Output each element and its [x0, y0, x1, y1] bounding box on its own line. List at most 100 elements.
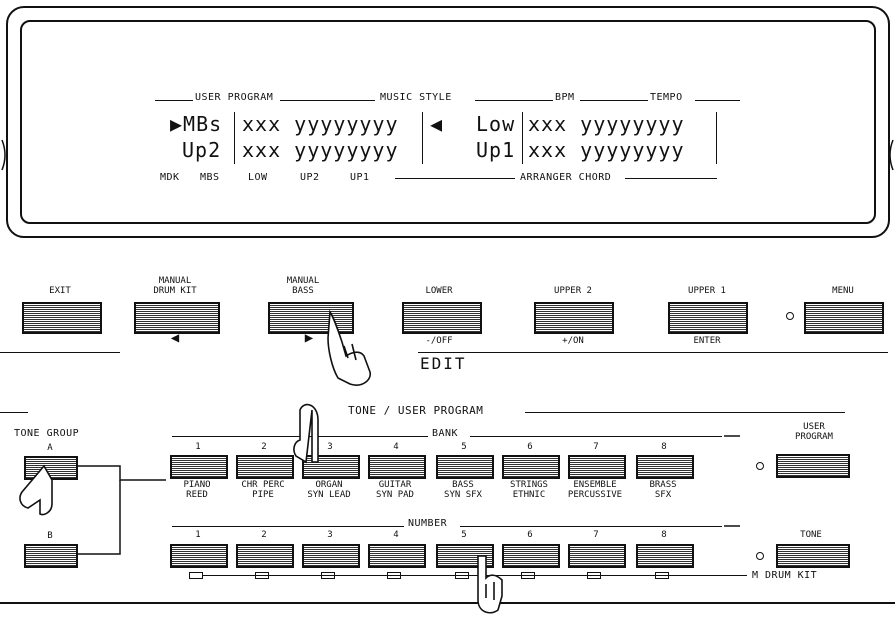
- number-6-button[interactable]: [502, 544, 560, 568]
- hand-pointer-icon: [477, 555, 503, 614]
- user-program-led: [756, 462, 764, 470]
- number-rule: [460, 526, 722, 527]
- number-1-button[interactable]: [170, 544, 228, 568]
- bank-8-num: 8: [661, 442, 667, 452]
- lower-button[interactable]: [402, 302, 482, 334]
- bank-7-button[interactable]: [568, 455, 626, 479]
- lcd-footer-mdk: MDK: [160, 172, 180, 183]
- manual-drum-kit-label: MANUAL DRUM KIT: [153, 276, 197, 296]
- user-program-button[interactable]: [776, 454, 850, 478]
- bank-2-line1: CHR PERC: [241, 480, 285, 490]
- lcd-header-user-program: USER PROGRAM: [195, 92, 274, 103]
- left-arrow-icon: ◀: [170, 330, 180, 346]
- section-rule: [0, 412, 28, 413]
- right-arrow-icon: ▶: [304, 330, 314, 346]
- user-program-label: USER PROGRAM: [795, 422, 833, 442]
- bank-8-line2: SFX: [654, 490, 672, 500]
- number-2-num: 2: [261, 530, 267, 540]
- lcd-header-music-style: MUSIC STYLE: [380, 92, 452, 103]
- menu-button[interactable]: [804, 302, 884, 334]
- lcd-rule: [395, 178, 515, 179]
- hand-pointer-icon: [19, 464, 53, 516]
- number-6-num: 6: [527, 530, 533, 540]
- bank-5-button[interactable]: [436, 455, 494, 479]
- menu-label: MENU: [832, 286, 854, 296]
- lcd-rule: [155, 100, 193, 101]
- bank-6-line2: ETHNIC: [512, 490, 546, 500]
- upper2-sub-label: +/ON: [562, 336, 584, 346]
- number-rule: [172, 526, 404, 527]
- bank-1-line1: PIANO: [183, 480, 211, 490]
- bank-8-line1: BRASS: [649, 480, 677, 490]
- upper1-sub-label: ENTER: [693, 336, 721, 346]
- bank-4-button[interactable]: [368, 455, 426, 479]
- bank-7-line1: ENSEMBLE: [573, 480, 617, 490]
- lcd-rule: [475, 100, 553, 101]
- tone-group-connector: [76, 465, 166, 481]
- lower-label: LOWER: [425, 286, 453, 296]
- bank-7-num: 7: [593, 442, 599, 452]
- lcd-row1-program: xxx yyyyyyyy: [242, 112, 399, 136]
- display-frame-outer: [6, 6, 890, 238]
- bank-5-line1: BASS: [452, 480, 474, 490]
- number-8-num: 8: [661, 530, 667, 540]
- number-7-button[interactable]: [568, 544, 626, 568]
- lcd-footer-up2: UP2: [300, 172, 320, 183]
- tone-group-b-button[interactable]: [24, 544, 78, 568]
- bank-1-line2: REED: [186, 490, 208, 500]
- bank-1-button[interactable]: [170, 455, 228, 479]
- number-4-button[interactable]: [368, 544, 426, 568]
- bank-5-line2: SYN SFX: [444, 490, 482, 500]
- bank-5-num: 5: [461, 442, 467, 452]
- led-rail: [202, 575, 747, 576]
- number-3-button[interactable]: [302, 544, 360, 568]
- lcd-row2-program2: xxx yyyyyyyy: [528, 138, 685, 162]
- number-2-button[interactable]: [236, 544, 294, 568]
- tone-led: [756, 552, 764, 560]
- lcd-row1-left: ▶MBs: [170, 112, 223, 136]
- lcd-rule: [580, 100, 648, 101]
- lcd-row2-program: xxx yyyyyyyy: [242, 138, 399, 162]
- lcd-divider: [234, 112, 235, 164]
- bank-6-num: 6: [527, 442, 533, 452]
- lcd-rule: [625, 178, 717, 179]
- bank-2-button[interactable]: [236, 455, 294, 479]
- upper2-label: UPPER 2: [554, 286, 592, 296]
- bank-1-num: 1: [195, 442, 201, 452]
- number-4-num: 4: [393, 530, 399, 540]
- bank-8-button[interactable]: [636, 455, 694, 479]
- number-5-num: 5: [461, 530, 467, 540]
- lcd-row1-arrow: ◀: [430, 112, 444, 136]
- upper1-button[interactable]: [668, 302, 748, 334]
- bank-3-line1: ORGAN: [315, 480, 343, 490]
- lcd-footer-low: LOW: [248, 172, 268, 183]
- hand-pointer-icon: [293, 403, 319, 464]
- lcd-footer-mbs: MBs: [200, 172, 220, 183]
- lcd-divider: [522, 112, 523, 164]
- exit-button[interactable]: [22, 302, 102, 334]
- bank-3-line2: SYN LEAD: [307, 490, 351, 500]
- m-drum-kit-label: M DRUM KIT: [752, 570, 818, 581]
- manual-bass-button[interactable]: [268, 302, 354, 334]
- number-label: NUMBER: [408, 518, 448, 529]
- edit-rule-right: [418, 352, 888, 353]
- manual-drum-kit-button[interactable]: [134, 302, 220, 334]
- bank-2-line2: PIPE: [252, 490, 274, 500]
- number-8-button[interactable]: [636, 544, 694, 568]
- tone-user-program-label: TONE / USER PROGRAM: [348, 404, 484, 417]
- bank-6-button[interactable]: [502, 455, 560, 479]
- lcd-row1-right: Low: [476, 112, 516, 136]
- bank-4-line1: GUITAR: [378, 480, 412, 490]
- upper2-button[interactable]: [534, 302, 614, 334]
- lcd-row1-program2: xxx yyyyyyyy: [528, 112, 685, 136]
- tone-label: TONE: [800, 530, 822, 540]
- tone-group-b-label: B: [47, 531, 53, 541]
- tone-button[interactable]: [776, 544, 850, 568]
- bank-6-line1: STRINGS: [510, 480, 548, 490]
- tone-group-a-label: A: [47, 443, 53, 453]
- lcd-header-bpm: BPM: [555, 92, 575, 103]
- bank-2-num: 2: [261, 442, 267, 452]
- number-3-num: 3: [327, 530, 333, 540]
- bank-3-num: 3: [327, 442, 333, 452]
